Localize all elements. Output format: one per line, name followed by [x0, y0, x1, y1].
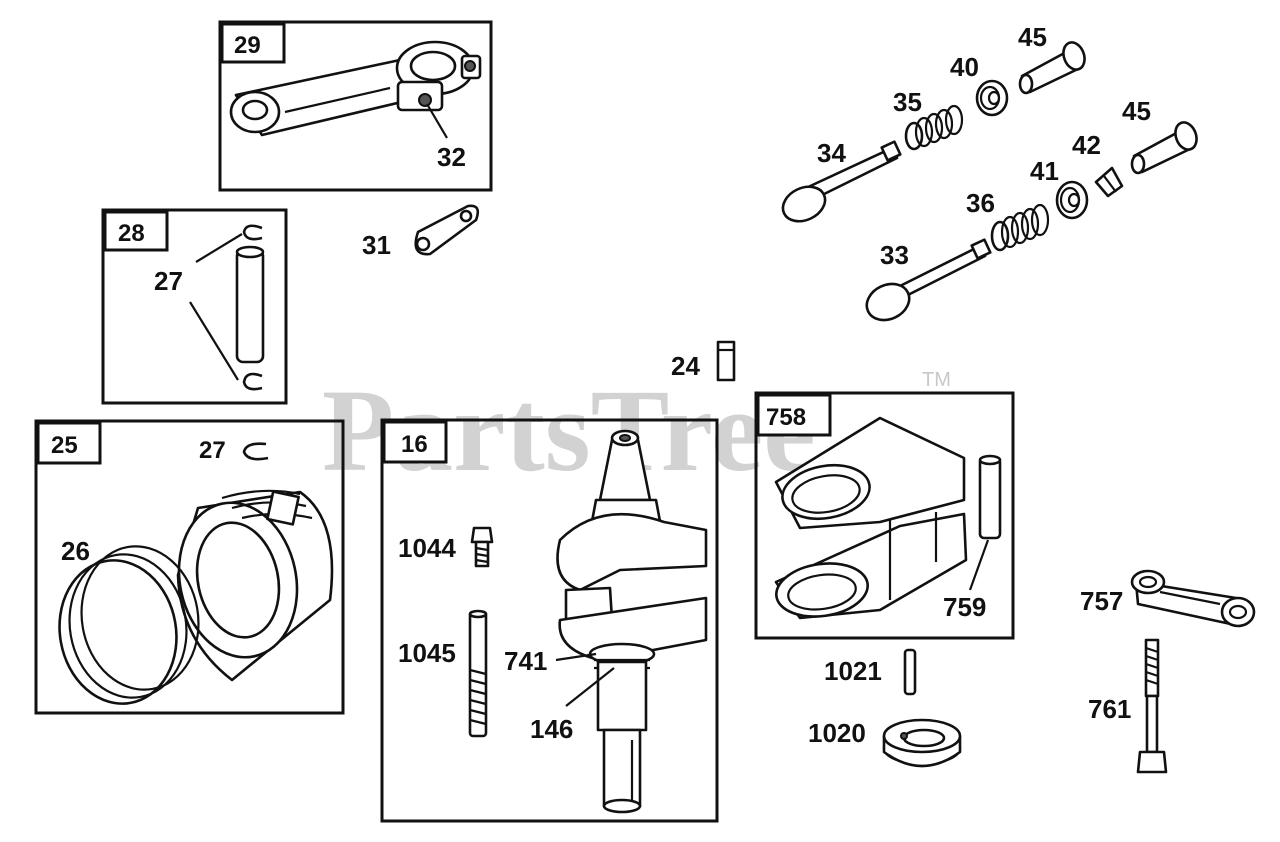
- callout-146: 146: [530, 714, 573, 744]
- counterweight-drawing: [774, 416, 968, 620]
- tag-box-16: [382, 420, 448, 464]
- group-box-25: 25: [34, 419, 345, 715]
- label-box-758: 758: [766, 404, 806, 431]
- callout-42: 42: [1072, 130, 1101, 160]
- rod-lock-drawing: [414, 204, 480, 256]
- bolt-761-drawing: [1136, 638, 1168, 774]
- callout-761: 761: [1088, 694, 1131, 724]
- callout-741: 741: [504, 646, 547, 676]
- label-box-16: 16: [401, 431, 428, 458]
- tag-box-758: [756, 393, 832, 437]
- stud-1045-drawing: [468, 609, 488, 738]
- intake-valve-drawing: [865, 238, 992, 322]
- callout-45-lower: 45: [1122, 96, 1151, 126]
- callout-1044: 1044: [398, 533, 456, 563]
- valve-spring-36-drawing: [990, 203, 1050, 252]
- dowel-pin-1021-drawing: [903, 648, 917, 696]
- connecting-rod-drawing: [229, 40, 482, 137]
- group-box-28: 28: [101, 208, 288, 405]
- tag-box-29: [220, 22, 286, 64]
- piston-drawing: [176, 489, 334, 682]
- frame-box-16: [380, 418, 719, 823]
- callout-27-box25: 27: [199, 437, 226, 464]
- tag-box-28: [103, 210, 169, 252]
- callout-33: 33: [880, 240, 909, 270]
- frame-box-25: [34, 419, 345, 715]
- label-box-28: 28: [118, 220, 145, 247]
- valve-tappet-lower-drawing: [1130, 121, 1198, 175]
- frame-box-29: [218, 20, 493, 192]
- valve-retainer-41-drawing: [1055, 180, 1089, 220]
- callout-757: 757: [1080, 586, 1123, 616]
- callout-1045: 1045: [398, 638, 456, 668]
- valve-retainer-40-drawing: [975, 79, 1009, 117]
- washer-1020-drawing: [882, 718, 962, 768]
- group-box-29: 29: [218, 20, 493, 192]
- valve-keeper-42-drawing: [1094, 166, 1124, 198]
- callout-41: 41: [1030, 156, 1059, 186]
- label-box-29: 29: [234, 32, 261, 59]
- tag-box-25: [36, 421, 102, 465]
- crankshaft-drawing: [556, 429, 708, 814]
- callout-1020: 1020: [808, 718, 866, 748]
- watermark-trademark: TM: [922, 369, 951, 391]
- crank-key-24-drawing: [716, 340, 736, 382]
- callout-45-upper: 45: [1018, 22, 1047, 52]
- frame-box-758: [754, 391, 1015, 640]
- frame-box-28: [101, 208, 288, 405]
- valve-spring-35-drawing: [904, 104, 964, 151]
- piston-pin-drawing: [235, 224, 265, 391]
- callout-36: 36: [966, 188, 995, 218]
- exhaust-valve-drawing: [781, 140, 902, 223]
- callout-1021: 1021: [824, 656, 882, 686]
- callout-35: 35: [893, 87, 922, 117]
- callout-24: 24: [671, 351, 700, 381]
- piston-rings-drawing: [58, 545, 200, 705]
- group-box-16: 16: [380, 418, 719, 823]
- callout-34: 34: [817, 138, 846, 168]
- callout-32: 32: [437, 142, 466, 172]
- valve-tappet-upper-drawing: [1018, 41, 1086, 95]
- bolt-1044-drawing: [470, 526, 494, 568]
- group-box-758: 758: [754, 391, 1015, 640]
- callout-40: 40: [950, 52, 979, 82]
- callout-26: 26: [61, 536, 90, 566]
- callout-31: 31: [362, 230, 391, 260]
- pin-759-drawing: [978, 454, 1002, 540]
- callout-759: 759: [943, 592, 986, 622]
- label-box-25: 25: [51, 432, 78, 459]
- callout-27-box28: 27: [154, 266, 183, 296]
- link-757-drawing: [1130, 569, 1256, 628]
